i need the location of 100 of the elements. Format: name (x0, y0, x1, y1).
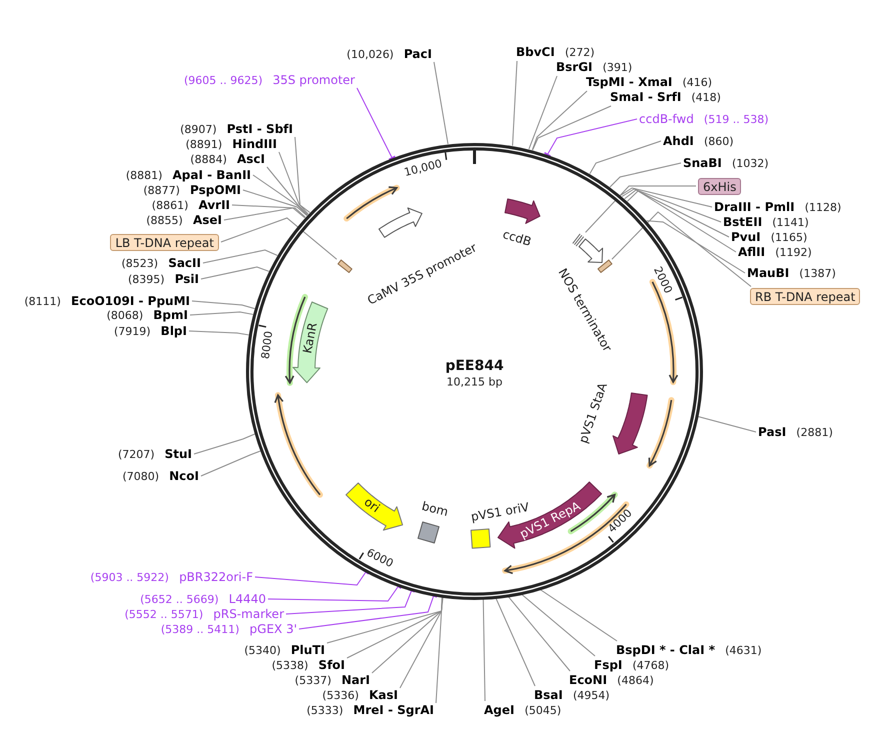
restriction-site-label: SmaI - SrfI (418) (610, 89, 721, 105)
restriction-site-label: EcoNI (4864) (569, 672, 654, 688)
tick-label: 2000 (650, 265, 675, 296)
repeat-region-bar (336, 258, 353, 274)
restriction-site-label: (5340) PluTI (244, 642, 325, 658)
tick-label: 6000 (364, 545, 396, 570)
restriction-site-label: (7919) BlpI (114, 323, 187, 339)
gene-feature (504, 198, 542, 225)
leader-line (372, 596, 443, 674)
feature-tag: LB T-DNA repeat (110, 234, 219, 250)
restriction-site-label: (5336) KasI (322, 687, 398, 703)
restriction-site-label: (8907) PstI - SbfI (180, 121, 293, 137)
leader-line (585, 186, 696, 233)
leader-line (433, 62, 448, 145)
promoter-feature (378, 207, 423, 239)
restriction-site-label: TspMI - XmaI (416) (586, 74, 712, 90)
leader-line (356, 88, 396, 160)
leader-line (626, 190, 736, 252)
gene-feature: KanR (292, 301, 329, 384)
restriction-site-label: (8861) AvrII (152, 197, 230, 213)
leader-line (521, 594, 596, 656)
restriction-site-label: (8395) PsiI (128, 271, 199, 287)
restriction-site-label: (8884) AscI (190, 151, 265, 167)
restriction-site-label: BsaI (4954) (534, 687, 610, 703)
repeat-region-bar (596, 259, 613, 274)
restriction-site-label: (8877) PspOMI (143, 182, 241, 198)
restriction-site-label: DraIII - PmlI (1128) (714, 199, 842, 215)
restriction-site-label: (10,026) PacI (346, 46, 432, 62)
restriction-site-label: (7080) NcoI (122, 468, 199, 484)
restriction-site-label: (8855) AseI (146, 212, 222, 228)
restriction-site-label: (8068) BpmI (106, 307, 188, 323)
leader-line (512, 60, 518, 146)
leader-line (200, 450, 261, 476)
tick-label: 8000 (258, 330, 276, 360)
restriction-site-label: FspI (4768) (594, 657, 670, 673)
leader-line (508, 596, 570, 672)
plasmid-size: 10,215 bp (446, 376, 502, 388)
leader-line (326, 596, 442, 644)
leader-line (266, 166, 308, 216)
leader-line (544, 118, 638, 157)
feature-tag: RB T-DNA repeat (750, 288, 860, 304)
leader-line (620, 187, 712, 208)
leader-line (192, 300, 256, 310)
restriction-site-label: AhdI (860) (663, 133, 734, 149)
leader-line (254, 569, 370, 586)
restriction-site-label: (8891) HindIII (186, 136, 277, 152)
leader-line (252, 174, 308, 216)
restriction-site-label: PasI (2881) (758, 424, 833, 440)
restriction-site-label: (5338) SfoI (272, 657, 345, 673)
restriction-site-label: BstEII (1141) (723, 214, 809, 230)
restriction-site-label: SnaBI (1032) (683, 155, 769, 171)
leader-line (232, 204, 306, 218)
plasmid-name: pEE844 (445, 358, 504, 374)
leader-line (286, 588, 416, 614)
restriction-site-label: (5337) NarI (294, 672, 370, 688)
primer-label: (5552 .. 5571) pRS-marker (124, 606, 284, 622)
restriction-site-label: (5333) MreI - SgrAI (306, 702, 434, 718)
restriction-site-label: (7207) StuI (118, 446, 192, 462)
leader-line (532, 90, 588, 150)
leader-line (482, 598, 486, 702)
restriction-site-label: AgeI (5045) (484, 702, 562, 718)
primer-label: ccdB-fwd (519 .. 538) (639, 111, 768, 127)
restriction-site-label: MauBI (1387) (747, 265, 836, 281)
leader-line (611, 211, 752, 287)
leader-line (496, 598, 536, 686)
restriction-site-label: BsrGI (391) (556, 59, 632, 75)
leader-line (532, 106, 612, 150)
restriction-site-label: AflII (1192) (738, 244, 812, 260)
leader-line (200, 266, 270, 280)
striped-feature-mark (571, 232, 586, 248)
primer-label: (5389 .. 5411) pGEX 3' (160, 621, 297, 637)
restriction-site-label: (8523) SacII (122, 255, 201, 271)
feature-label: ccdB (500, 226, 533, 249)
origin-feature: ori (345, 482, 404, 532)
leader-line (268, 584, 402, 602)
leader-line (624, 189, 730, 238)
leader-line (610, 162, 682, 188)
feature-label: pVS1 StaA (576, 381, 610, 446)
leader-line (194, 434, 256, 454)
leader-line (190, 312, 254, 316)
leader-line (589, 140, 662, 174)
gene-feature (612, 392, 648, 455)
restriction-site-label: (8111) EcoO109I - PpuMI (24, 293, 190, 309)
restriction-site-label: BspDI * - ClaI * (4631) (616, 642, 762, 658)
leader-line (528, 76, 558, 150)
leader-line (436, 596, 444, 704)
primer-label: (5903 .. 5922) pBR322ori-F (90, 569, 253, 585)
leader-line (399, 596, 443, 688)
leader-line (622, 188, 722, 222)
leader-line (188, 330, 250, 336)
leader-line (242, 190, 308, 216)
leader-line (698, 416, 756, 432)
terminator-feature (578, 238, 604, 264)
leader-line (294, 136, 310, 214)
leader-line (540, 589, 618, 642)
leader-line (646, 220, 746, 274)
leader-line (220, 217, 338, 260)
primer-label: (5652 .. 5669) L4440 (140, 591, 266, 607)
feature-label: bom (420, 499, 450, 520)
leader-line (202, 249, 278, 264)
